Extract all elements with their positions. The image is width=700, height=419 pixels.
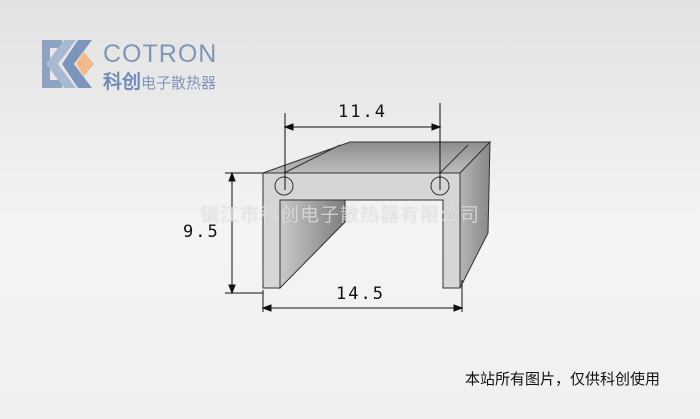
dimension-slot-spacing: 11.4 — [338, 102, 387, 122]
usage-note: 本站所有图片，仅供科创使用 — [464, 370, 660, 388]
brand-subtitle: 科创电子散热器 — [103, 67, 216, 94]
dimension-lines — [225, 103, 464, 312]
brand-cn-sub: 电子散热器 — [141, 74, 217, 92]
heatsink-profile — [262, 140, 492, 290]
cotron-logo-icon — [42, 40, 94, 88]
watermark: 镇江市科创电子散热器有限公司 — [200, 204, 481, 226]
brand-cn-bold: 科创 — [103, 71, 142, 93]
dimension-height: 9.5 — [183, 222, 220, 242]
dimension-width: 14.5 — [336, 284, 385, 304]
brand-name: COTRON — [103, 40, 218, 68]
